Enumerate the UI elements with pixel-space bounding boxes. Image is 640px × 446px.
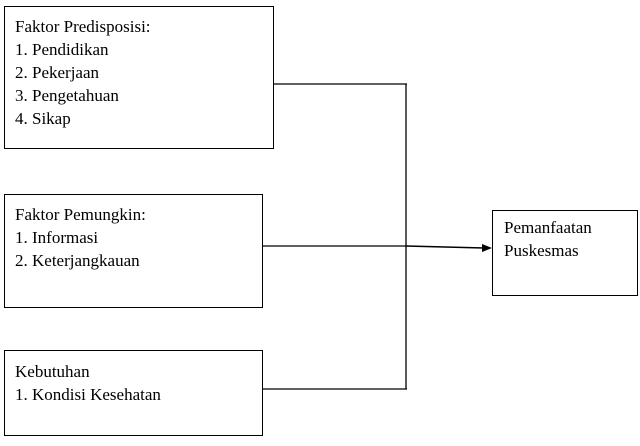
box-kebutuhan: Kebutuhan 1. Kondisi Kesehatan (4, 350, 263, 436)
pemungkin-title: Faktor Pemungkin: (15, 205, 146, 224)
box-faktor-pemungkin: Faktor Pemungkin: 1. Informasi 2. Keterj… (4, 194, 263, 308)
predisposisi-item-2: 2. Pekerjaan (15, 63, 100, 82)
kebutuhan-item-1: 1. Kondisi Kesehatan (15, 385, 161, 404)
pemungkin-item-1: 1. Informasi (15, 228, 99, 247)
kebutuhan-title: Kebutuhan (15, 362, 90, 381)
box-faktor-predisposisi: Faktor Predisposisi: 1. Pendidikan 2. Pe… (4, 6, 274, 149)
predisposisi-item-4: 4. Sikap (15, 109, 71, 128)
connector-arrow-shaft (405, 245, 485, 249)
predisposisi-item-3: 3. Pengetahuan (15, 86, 119, 105)
predisposisi-title: Faktor Predisposisi: (15, 17, 151, 36)
outcome-line-1: Pemanfaatan (504, 218, 592, 237)
box-pemanfaatan-puskesmas: Pemanfaatan Puskesmas (492, 210, 638, 296)
pemungkin-item-2: 2. Keterjangkauan (15, 251, 140, 270)
arrow-head-icon (482, 244, 492, 252)
outcome-line-2: Puskesmas (504, 241, 579, 260)
predisposisi-item-1: 1. Pendidikan (15, 40, 109, 59)
